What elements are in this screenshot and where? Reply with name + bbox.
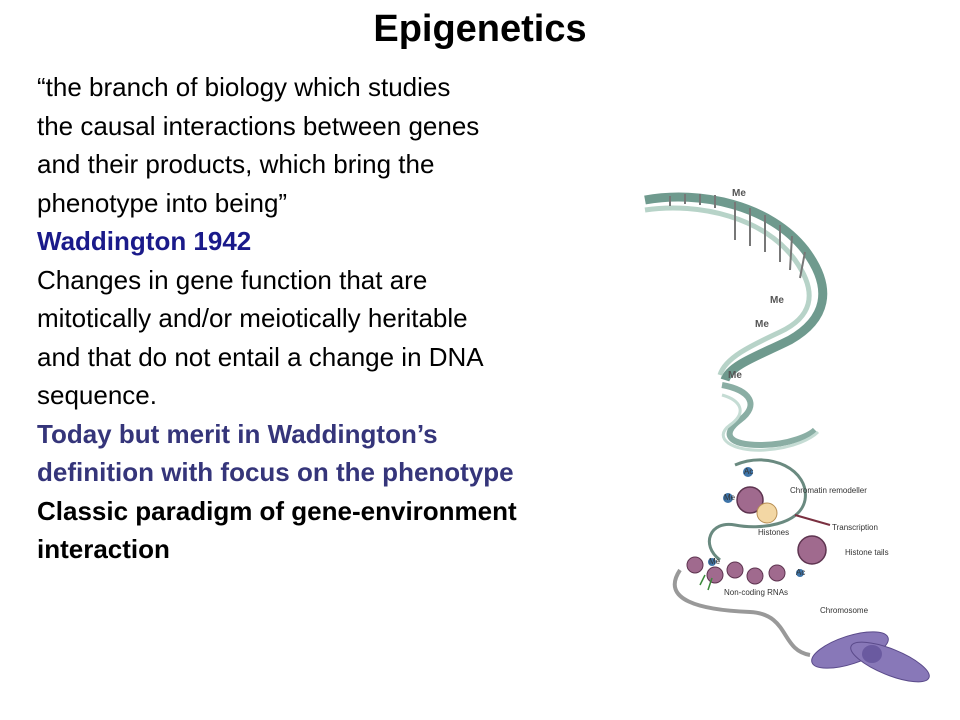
chromosome-label: Chromosome [820, 606, 869, 615]
acetyl-mark [743, 467, 753, 477]
paradigm-line: Classic paradigm of gene-environment [37, 495, 517, 526]
acetyl-mark [796, 569, 804, 577]
helix-coil [721, 382, 818, 449]
histone-tails-label: Histone tails [845, 548, 889, 557]
quote-line: and their products, which bring the [37, 149, 435, 179]
mark-label: Me [709, 557, 721, 566]
methyl-label: Me [732, 188, 746, 199]
non-coding-rnas-label: Non-coding RNAs [724, 588, 788, 597]
nucleosome [797, 535, 827, 565]
mark-label: Ac [744, 467, 753, 476]
dna-strand [644, 192, 828, 383]
quote-line: “the branch of biology which studies [37, 72, 451, 102]
chromatin-fiber [707, 458, 807, 562]
quote-line: phenotype into being” [37, 187, 288, 218]
nucleosome [736, 486, 764, 514]
definition-line: sequence. [37, 380, 157, 410]
dna-chromatin-figure: Me Me Me Me Ac Me Me Ac [640, 180, 960, 690]
methyl-label: Me [755, 319, 769, 330]
definition-line: Changes in gene function that are [37, 264, 428, 295]
dna-chromatin-illustration-icon: Me Me Me Me Ac Me Me Ac [644, 188, 930, 683]
methyl-mark [708, 558, 716, 566]
methyl-label: Me [728, 370, 742, 381]
attribution: Waddington 1942 [37, 226, 252, 256]
slide-title: Epigenetics [373, 8, 587, 50]
chromosome [811, 631, 930, 683]
mark-label: Me [724, 493, 736, 502]
transcription-arrow [794, 514, 831, 526]
definition-line: mitotically and/or meiotically heritable [37, 303, 468, 333]
definition-line: and that do not entail a change in DNA [37, 341, 484, 372]
mark-label: Ac [796, 568, 805, 577]
nucleosome-chain [686, 556, 786, 585]
chromatin-remodeller [756, 502, 778, 524]
dna-strand [672, 568, 811, 657]
chromatin-remodeller-label: Chromatin remodeller [790, 486, 867, 495]
helix-coil [721, 393, 820, 452]
slide-body: “the branch of biology which studies the… [37, 68, 647, 569]
methyl-label: Me [770, 295, 784, 306]
histones-label: Histones [758, 528, 789, 537]
methyl-mark [723, 493, 733, 503]
today-line: definition with focus on the phenotype [37, 457, 514, 487]
quote-line: the causal interactions between genes [37, 110, 480, 141]
today-line: Today but merit in Waddington’s [37, 418, 438, 449]
dna-strand [644, 205, 812, 376]
paradigm-line: interaction [37, 534, 170, 564]
base-pairs [669, 194, 806, 279]
non-coding-rna [699, 574, 713, 591]
transcription-label: Transcription [832, 523, 878, 532]
